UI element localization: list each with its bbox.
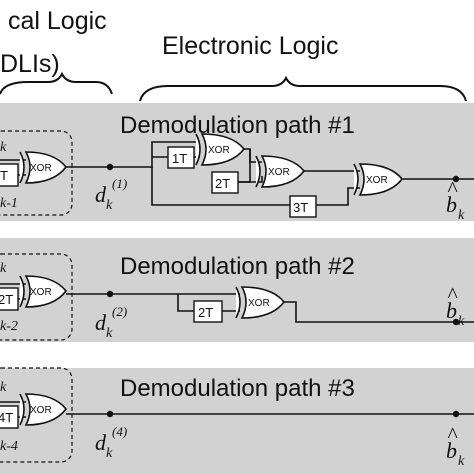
path1-xor-gate-1 [195,133,246,166]
path3-dli-outline [0,367,73,463]
path2-xor-label: XOR [248,298,270,309]
path1-xor-label-3: XOR [366,175,388,186]
optical-logic-header-line1: cal Logic [8,7,107,35]
path1-delay-2t-label: 2T [215,176,230,191]
path3-node-letter: d [95,430,107,455]
path2-delay-2t-label: 2T [198,305,213,320]
path1-xor-gate-2 [255,155,306,188]
path3-node-sub: k [106,446,113,461]
electronic-logic-brace [139,75,467,102]
path2-xor-gate [235,286,286,319]
path1-dli-xor-label: XOR [30,163,52,174]
path3-output-dot [452,410,460,418]
path3-output-letter: b [446,438,457,463]
path1-title: Demodulation path #1 [120,112,355,139]
path2-title: Demodulation path #2 [120,253,355,280]
path3-dli-bottom-sub: k-4 [0,439,18,454]
path1-output-letter: b [446,192,457,217]
path2-output-dot [452,318,460,326]
path1-delay-1t-box [167,146,195,169]
path3-dli-xor-gate [19,393,68,426]
path1-dli-bottom-sub: k-1 [0,196,18,211]
path3-output-sub: k [458,454,465,469]
path2-dli-outline [0,253,73,341]
path3-dli-xor-label: XOR [30,405,52,416]
path2-output-hat: ^ [447,282,458,307]
path1-xor-gate-3 [353,163,404,196]
path3-band [0,368,474,474]
path3-node-sup: (4) [112,424,127,439]
path1-band [0,103,474,221]
path1-dli-xor-gate [19,151,68,184]
path3-dli-top-sub: k [0,380,7,395]
optical-logic-header-line2: DLIs) [0,50,60,78]
path1-dli-top-sub: k [0,140,7,155]
path3-output-hat: ^ [447,422,458,447]
electronic-logic-header: Electronic Logic [162,32,338,60]
path1-node-sup: (1) [112,176,127,191]
path1-node-sub: k [106,198,113,213]
path2-dli-bottom-sub: k-2 [0,319,18,334]
path1-delay-3t-label: 3T [293,200,308,215]
path1-dli-outline [0,130,73,216]
path1-output-sub: k [458,208,465,223]
optical-logic-brace [0,71,113,95]
path3-dli-delay-label: 4T [0,410,13,425]
path2-node-letter: d [95,310,107,335]
path2-dli-xor-gate [19,275,68,308]
path1-output-dot [452,175,460,183]
path2-output-sub: k [458,314,465,329]
path2-output-letter: b [446,298,457,323]
path1-dli-delay-label: T [0,168,8,183]
path1-output-hat: ^ [447,176,458,201]
path1-delay-3t-box [289,195,317,218]
path1-xor-label-1: XOR [208,145,230,156]
path1-delay-1t-label: 1T [172,151,187,166]
path2-dli-xor-label: XOR [30,287,52,298]
path1-node-letter: d [95,182,107,207]
path3-node-dot [106,410,114,418]
path3-title: Demodulation path #3 [120,375,355,402]
path1-xor-label-2: XOR [268,167,290,178]
path2-dli-top-sub: k [0,261,7,276]
path2-node-sup: (2) [112,304,127,319]
path2-dli-delay-label: 2T [0,292,13,307]
path2-node-sub: k [106,326,113,341]
